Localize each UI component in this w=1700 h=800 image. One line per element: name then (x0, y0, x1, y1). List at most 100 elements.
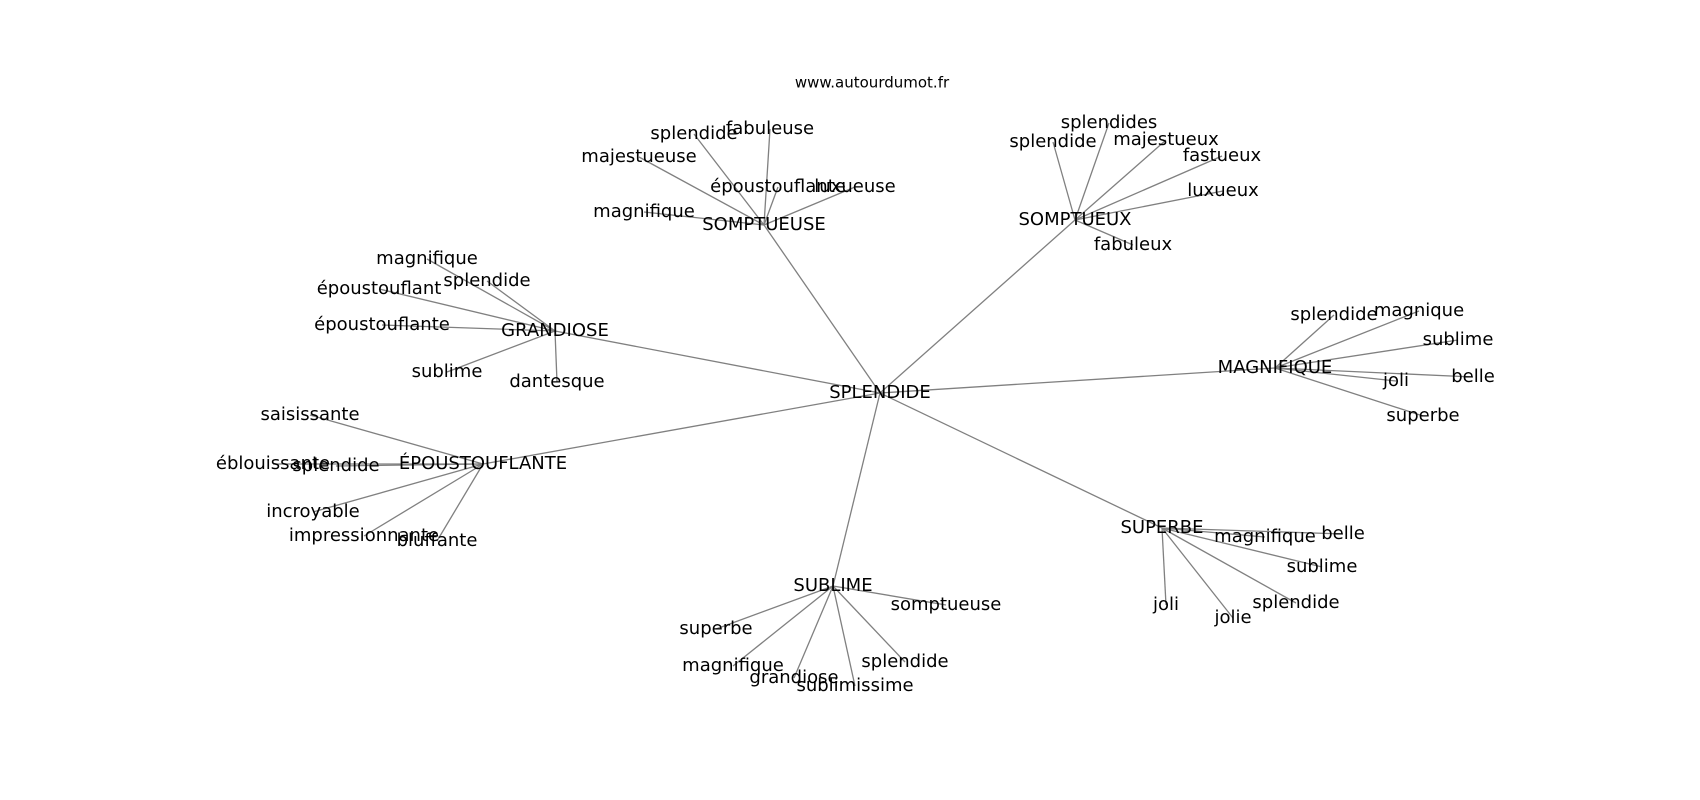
node-leaf-magnifique-sublime[interactable]: sublime (1423, 329, 1494, 350)
node-leaf-somptueuse-splendide[interactable]: splendide (650, 123, 737, 144)
node-leaf-somptueuse-epoustouflante[interactable]: époustouflante (710, 176, 846, 197)
edge-somptueuse-luxueuse (763, 186, 856, 226)
node-leaf-somptueuse-majestueuse[interactable]: majestueuse (581, 146, 696, 167)
edge-sublime-splendide (832, 585, 906, 663)
node-leaf-somptueux-majestueux[interactable]: majestueux (1113, 129, 1219, 150)
edge-somptueuse-epoustouflante (763, 186, 779, 226)
node-leaf-somptueux-splendide[interactable]: splendide (1009, 131, 1096, 152)
edge-center-magnifique (879, 367, 1276, 394)
edge-grandiose-magnifique (426, 258, 556, 332)
node-leaf-somptueux-luxueux[interactable]: luxueux (1187, 180, 1259, 201)
node-leaf-grandiose-magnifique[interactable]: magnifique (376, 248, 478, 269)
node-leaf-somptueuse-fabuleuse[interactable]: fabuleuse (726, 118, 814, 139)
edge-sublime-somptueuse (832, 585, 947, 606)
node-leaf-superbe-sublime[interactable]: sublime (1287, 556, 1358, 577)
edge-grandiose-epoustouflant (378, 288, 556, 332)
edge-superbe-sublime (1161, 527, 1323, 568)
edge-somptueux-splendide (1052, 141, 1076, 221)
edge-epoustouflante-splendide (335, 463, 484, 467)
node-leaf-grandiose-epoustouflant[interactable]: époustouflant (317, 278, 442, 299)
edge-somptueuse-splendide (693, 133, 765, 226)
edge-magnifique-joli (1274, 367, 1397, 382)
edge-magnifique-belle (1274, 367, 1474, 378)
edge-sublime-superbe (715, 585, 834, 630)
node-leaf-sublime-superbe[interactable]: superbe (679, 618, 752, 639)
node-hub-superbe[interactable]: SUPERBE (1120, 517, 1203, 538)
edge-somptueuse-majestueuse (638, 156, 765, 226)
edge-superbe-splendide (1161, 527, 1297, 604)
edge-superbe-belle (1161, 527, 1344, 535)
edge-grandiose-sublime (446, 330, 556, 373)
node-leaf-superbe-joli[interactable]: joli (1152, 594, 1179, 615)
edge-somptueuse-fabuleuse (763, 128, 771, 226)
node-center-splendide[interactable]: SPLENDIDE (829, 382, 931, 403)
node-leaf-epoustouflante-bluffante[interactable]: bluffante (397, 530, 478, 551)
edge-center-somptueuse (763, 224, 881, 394)
node-leaf-epoustouflante-splendide[interactable]: splendide (292, 455, 379, 476)
edge-grandiose-epoustouflante (381, 324, 556, 332)
node-leaf-superbe-splendide[interactable]: splendide (1252, 592, 1339, 613)
edge-sublime-sublimissime (832, 585, 856, 687)
node-leaf-sublime-splendide[interactable]: splendide (861, 651, 948, 672)
node-hub-sublime[interactable]: SUBLIME (793, 575, 872, 596)
edge-center-epoustouflante (482, 392, 881, 465)
node-hub-somptueuse[interactable]: SOMPTUEUSE (702, 214, 826, 235)
node-leaf-grandiose-epoustouflante[interactable]: époustouflante (314, 314, 450, 335)
node-leaf-epoustouflante-impressionnante[interactable]: impressionnante (289, 525, 439, 546)
edges (273, 122, 1474, 687)
edge-somptueux-fabuleux (1074, 219, 1134, 246)
node-leaf-somptueuse-luxueuse[interactable]: luxueuse (814, 176, 895, 197)
node-hub-epoustouflante[interactable]: ÉPOUSTOUFLANTE (399, 452, 567, 474)
edge-epoustouflante-impressionnante (363, 463, 484, 537)
edge-epoustouflante-saisissante (309, 414, 484, 465)
node-leaf-magnifique-magnique[interactable]: magnique (1374, 300, 1464, 321)
node-leaf-epoustouflante-incroyable[interactable]: incroyable (266, 501, 360, 522)
node-leaf-somptueux-splendides[interactable]: splendides (1061, 112, 1158, 133)
edge-somptueux-splendides (1074, 122, 1110, 221)
node-hub-grandiose[interactable]: GRANDIOSE (501, 320, 609, 341)
edge-epoustouflante-bluffante (436, 463, 484, 542)
node-leaf-magnifique-joli[interactable]: joli (1382, 370, 1409, 391)
edge-somptueux-majestueux (1074, 139, 1167, 221)
edge-superbe-magnifique (1161, 527, 1266, 538)
node-leaf-somptueuse-magnifique[interactable]: magnifique (593, 201, 695, 222)
node-hub-somptueux[interactable]: SOMPTUEUX (1018, 209, 1131, 230)
edge-magnifique-superbe (1274, 367, 1424, 417)
node-leaf-superbe-jolie[interactable]: jolie (1213, 607, 1251, 628)
node-leaf-epoustouflante-saisissante[interactable]: saisissante (260, 404, 359, 425)
node-leaf-magnifique-belle[interactable]: belle (1451, 366, 1495, 387)
edge-superbe-joli (1161, 527, 1167, 606)
node-leaf-sublime-grandiose[interactable]: grandiose (749, 667, 838, 688)
edge-magnifique-splendide (1274, 314, 1335, 369)
node-leaf-somptueux-fabuleux[interactable]: fabuleux (1094, 234, 1173, 255)
edge-somptueux-fastueux (1074, 155, 1223, 221)
edge-somptueuse-magnifique (643, 211, 765, 226)
node-leaf-magnifique-superbe[interactable]: superbe (1386, 405, 1459, 426)
node-leaf-superbe-magnifique[interactable]: magnifique (1214, 526, 1316, 547)
node-leaf-sublime-sublimissime[interactable]: sublimissime (796, 675, 913, 696)
edge-center-grandiose (554, 330, 881, 394)
node-leaf-epoustouflante-eblouissante[interactable]: éblouissante (216, 453, 330, 474)
edge-center-somptueux (879, 219, 1076, 394)
labels: www.autourdumot.fr SPLENDIDE SOMPTUEUSE sp… (216, 74, 1495, 697)
node-hub-magnifique[interactable]: MAGNIFIQUE (1218, 357, 1333, 378)
node-leaf-grandiose-sublime[interactable]: sublime (412, 361, 483, 382)
edge-grandiose-splendide (486, 280, 556, 332)
edge-epoustouflante-incroyable (312, 463, 484, 513)
site-url[interactable]: www.autourdumot.fr (795, 74, 950, 92)
edge-center-sublime (832, 392, 881, 587)
edge-grandiose-dantesque (554, 330, 558, 383)
node-leaf-superbe-belle[interactable]: belle (1321, 523, 1365, 544)
edge-superbe-jolie (1161, 527, 1234, 619)
node-leaf-sublime-magnifique[interactable]: magnifique (682, 655, 784, 676)
edge-magnifique-magnique (1274, 310, 1420, 369)
node-leaf-somptueux-fastueux[interactable]: fastueux (1183, 145, 1262, 166)
node-leaf-sublime-somptueuse[interactable]: somptueuse (891, 594, 1002, 615)
node-leaf-magnifique-splendide[interactable]: splendide (1290, 304, 1377, 325)
edge-magnifique-sublime (1274, 339, 1459, 369)
node-leaf-grandiose-splendide[interactable]: splendide (443, 270, 530, 291)
edge-somptueux-luxueux (1074, 190, 1224, 221)
node-leaf-grandiose-dantesque[interactable]: dantesque (509, 371, 604, 392)
edge-center-superbe (879, 392, 1163, 529)
